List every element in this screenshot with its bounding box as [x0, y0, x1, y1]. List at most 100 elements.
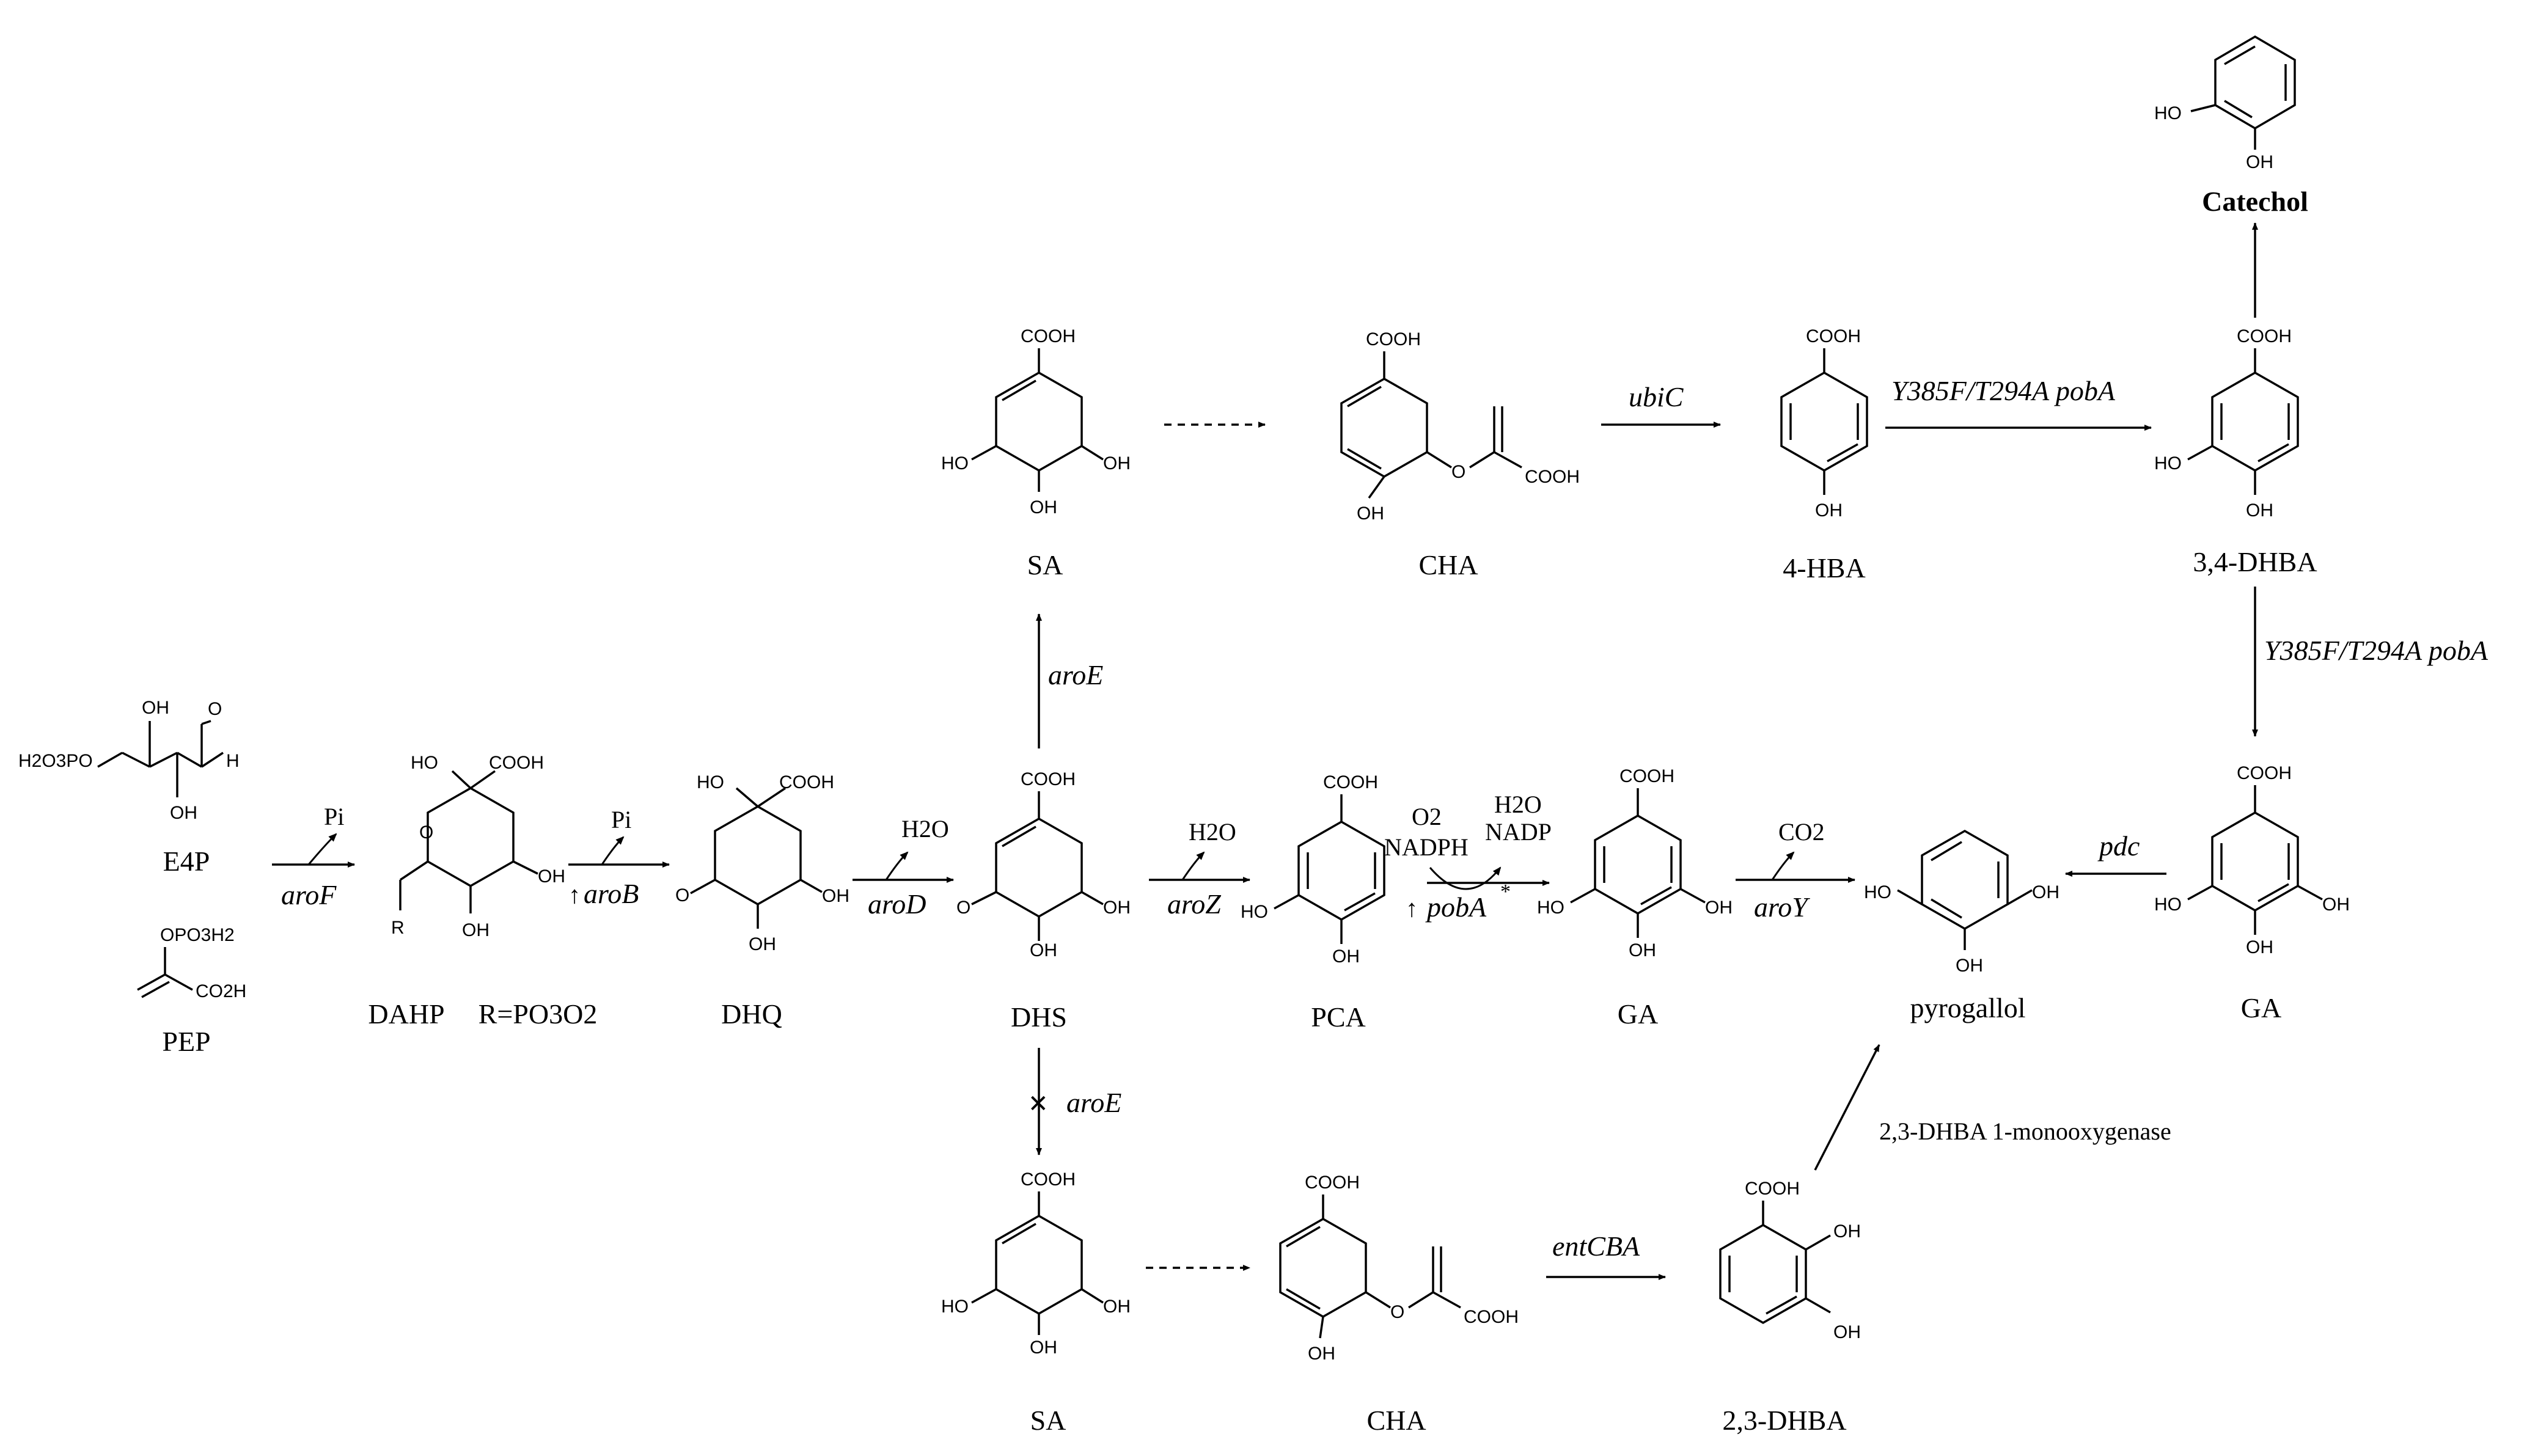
pca-oh: OH: [1332, 946, 1360, 967]
sa-bottom-oh-bottom: OH: [1030, 1337, 1057, 1358]
aroB-label: aroB: [584, 878, 639, 909]
ga-mid-oh-bottom: OH: [1629, 940, 1656, 960]
cha-bottom-side-cooh: COOH: [1464, 1307, 1519, 1327]
sa-top-label: SA: [1027, 549, 1063, 580]
ga-mid-structure: COOH HO OH OH: [1537, 766, 1733, 960]
dhba34-cooh: COOH: [2237, 326, 2292, 346]
pca-ho: HO: [1241, 902, 1268, 922]
ga-right-oh-right: OH: [2322, 894, 2350, 915]
h2o-3-label: H2O: [1494, 791, 1542, 818]
sa-top-oh-bottom: OH: [1030, 497, 1057, 518]
aroY-label: aroY: [1754, 891, 1810, 923]
dahp-label: DAHP: [368, 998, 444, 1030]
pca-cooh: COOH: [1323, 772, 1378, 792]
pobA-variant-right-label: Y385F/T294A pobA: [2264, 635, 2488, 666]
e4p-oh-top: OH: [142, 698, 169, 718]
dhq-ketone-o: O: [675, 885, 689, 905]
cha-bottom-oh: OH: [1308, 1344, 1335, 1364]
dhs-oh-right: OH: [1103, 898, 1131, 918]
e4p-phosphate-label: H2O3PO: [18, 751, 93, 771]
aroF-label: aroF: [281, 879, 337, 910]
hba4-oh: OH: [1815, 500, 1843, 521]
dahp-cooh: COOH: [489, 753, 544, 773]
pyrogallol-oh-right: OH: [2032, 882, 2059, 902]
dahp-structure: HO COOH O OH OH R: [391, 753, 565, 940]
e4p-oh-bottom: OH: [170, 803, 197, 823]
dhq-label: DHQ: [721, 998, 782, 1030]
cofactor-curl-arrow: [1429, 866, 1502, 890]
dhba34-ho: HO: [2154, 453, 2182, 474]
dhq-oh-bottom: OH: [749, 934, 776, 954]
cha-top-side-cooh: COOH: [1525, 467, 1580, 487]
e4p-structure: H2O3PO OH O H OH: [18, 698, 240, 823]
aroD-label: aroD: [868, 888, 926, 920]
catechol-ho: HO: [2154, 103, 2182, 123]
pyrogallol-structure: HO OH OH: [1864, 829, 2059, 976]
pep-phosphate: OPO3H2: [160, 925, 235, 945]
nadp-label: NADP: [1485, 818, 1552, 846]
dahp-oh-right: OH: [538, 866, 565, 887]
pi-release-arrow-2: [601, 836, 625, 865]
pobA-star: *: [1500, 880, 1511, 903]
co2-release-arrow: [1771, 851, 1795, 880]
hba4-cooh: COOH: [1806, 326, 1861, 346]
pobA-mut-label: pobA: [1425, 891, 1487, 923]
blocked-mark: ✕: [1028, 1090, 1049, 1118]
dhs-ketone-o: O: [956, 898, 970, 918]
ga-mid-cooh: COOH: [1619, 766, 1674, 786]
aroE-down-label: aroE: [1066, 1087, 1121, 1118]
ga-right-oh-bottom: OH: [2246, 937, 2273, 957]
dhba23-cooh: COOH: [1745, 1179, 1800, 1199]
sa-bottom-label: SA: [1030, 1405, 1066, 1436]
hba4-label: 4-HBA: [1783, 552, 1865, 583]
o2-label: O2: [1412, 803, 1442, 830]
h2o-release-arrow-2: [1181, 851, 1205, 880]
sa-top-structure: COOH HO OH OH: [941, 326, 1131, 518]
sa-top-oh-right: OH: [1103, 453, 1131, 474]
dhq-cooh: COOH: [779, 772, 834, 792]
sa-top-cooh: COOH: [1021, 326, 1076, 346]
dhba34-label: 3,4-DHBA: [2193, 546, 2317, 577]
dhs-structure: COOH O OH OH: [956, 769, 1131, 960]
cha-bottom-ether-o: O: [1390, 1302, 1404, 1322]
sa-top-ho: HO: [941, 453, 969, 474]
dahp-ho: HO: [411, 753, 438, 773]
ga-mid-label: GA: [1618, 998, 1658, 1030]
ga-right-cooh: COOH: [2237, 763, 2292, 783]
monooxygenase-label: 2,3-DHBA 1-monooxygenase: [1879, 1118, 2171, 1145]
pi-release-arrow-1: [307, 833, 337, 865]
co2-label: CO2: [1778, 818, 1825, 846]
dhba34-oh: OH: [2246, 500, 2273, 521]
nadph-label: NADPH: [1384, 833, 1469, 861]
h2o-1-label: H2O: [901, 815, 949, 843]
ga-mid-oh-right: OH: [1705, 898, 1733, 918]
sa-bottom-cooh: COOH: [1021, 1169, 1076, 1190]
h2o-2-label: H2O: [1189, 818, 1236, 846]
dhba23-structure: COOH OH OH: [1719, 1179, 1861, 1342]
dhq-structure: HO COOH O OH OH: [675, 772, 849, 954]
catechol-label: Catechol: [2202, 186, 2308, 217]
ga-right-structure: COOH HO OH OH: [2154, 763, 2350, 957]
pep-structure: OPO3H2 CO2H: [137, 925, 246, 1001]
ga-right-ho: HO: [2154, 894, 2182, 915]
ga-right-label: GA: [2241, 992, 2281, 1023]
pi-2-label: Pi: [611, 806, 631, 833]
pdc-label: pdc: [2097, 830, 2140, 862]
pep-carboxyl: CO2H: [196, 981, 246, 1001]
monooxygenase-arrow: [1814, 1044, 1880, 1171]
cha-top-cooh: COOH: [1366, 329, 1421, 349]
ubiC-label: ubiC: [1629, 381, 1684, 412]
aroB-up-mark: ↑: [568, 881, 581, 909]
pyrogallol-oh-bottom: OH: [1956, 956, 1983, 976]
ga-mid-ho: HO: [1537, 898, 1564, 918]
sa-bottom-ho: HO: [941, 1297, 969, 1317]
cha-bottom-structure: COOH O COOH OH: [1279, 1172, 1519, 1364]
dahp-oh-bottom: OH: [462, 920, 490, 940]
cha-bottom-label: CHA: [1366, 1405, 1426, 1436]
entCBA-label: entCBA: [1552, 1231, 1640, 1262]
cha-top-ether-o: O: [1451, 462, 1465, 482]
e4p-o: O: [208, 699, 222, 719]
cha-top-label: CHA: [1418, 549, 1478, 580]
dhba23-label: 2,3-DHBA: [1722, 1405, 1846, 1436]
